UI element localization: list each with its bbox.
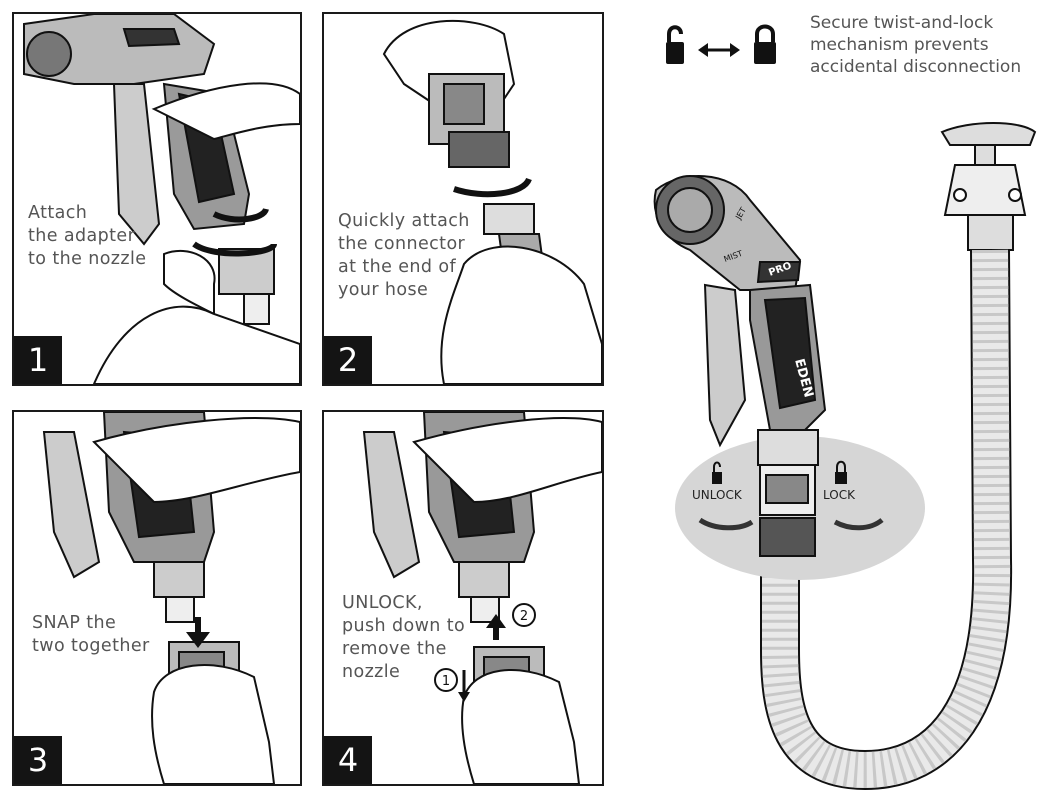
closed-padlock-icon <box>754 24 776 64</box>
step-1-illustration <box>23 14 300 384</box>
push-step-marker: 2 <box>520 609 528 624</box>
lock-label: LOCK <box>823 488 855 502</box>
step-4-illustration: 2 1 <box>362 412 602 784</box>
open-padlock-icon <box>666 25 684 64</box>
step-3-number: 3 <box>14 736 62 784</box>
unlock-padlock-icon <box>712 461 722 484</box>
step-2-number: 2 <box>324 336 372 384</box>
full-assembly-illustration: EDEN PRO MIST JET Secure twist-and-lock … <box>620 0 1052 792</box>
unlock-rotation-arrow <box>698 517 754 531</box>
step-panel-4: 2 1 UNLOCK, push down to remove the nozz… <box>322 410 604 786</box>
step-panel-3: SNAP the two together 3 <box>12 410 302 786</box>
double-arrow-icon <box>698 43 740 57</box>
lock-padlock-icon <box>835 460 847 484</box>
step-panel-2: Quickly attach the connector at the end … <box>322 12 604 386</box>
step-3-caption: SNAP the two together <box>32 613 150 656</box>
step-1-number: 1 <box>14 336 62 384</box>
assembly-drawing: EDEN PRO MIST JET <box>653 24 1037 791</box>
lock-rotation-arrow <box>833 517 884 531</box>
lock-mechanism-note: Secure twist-and-lock mechanism prevents… <box>810 13 1022 77</box>
step-2-illustration <box>382 19 602 384</box>
step-2-caption: Quickly attach the connector at the end … <box>338 211 470 300</box>
step-panel-1: Attach the adapter to the nozzle 1 <box>12 12 302 386</box>
step-4-caption: UNLOCK, push down to remove the nozzle <box>342 593 466 682</box>
step-3-illustration <box>42 412 300 784</box>
step-4-number: 4 <box>324 736 372 784</box>
unlock-step-marker: 1 <box>442 674 450 689</box>
step-1-caption: Attach the adapter to the nozzle <box>28 203 147 269</box>
unlock-label: UNLOCK <box>692 488 742 502</box>
